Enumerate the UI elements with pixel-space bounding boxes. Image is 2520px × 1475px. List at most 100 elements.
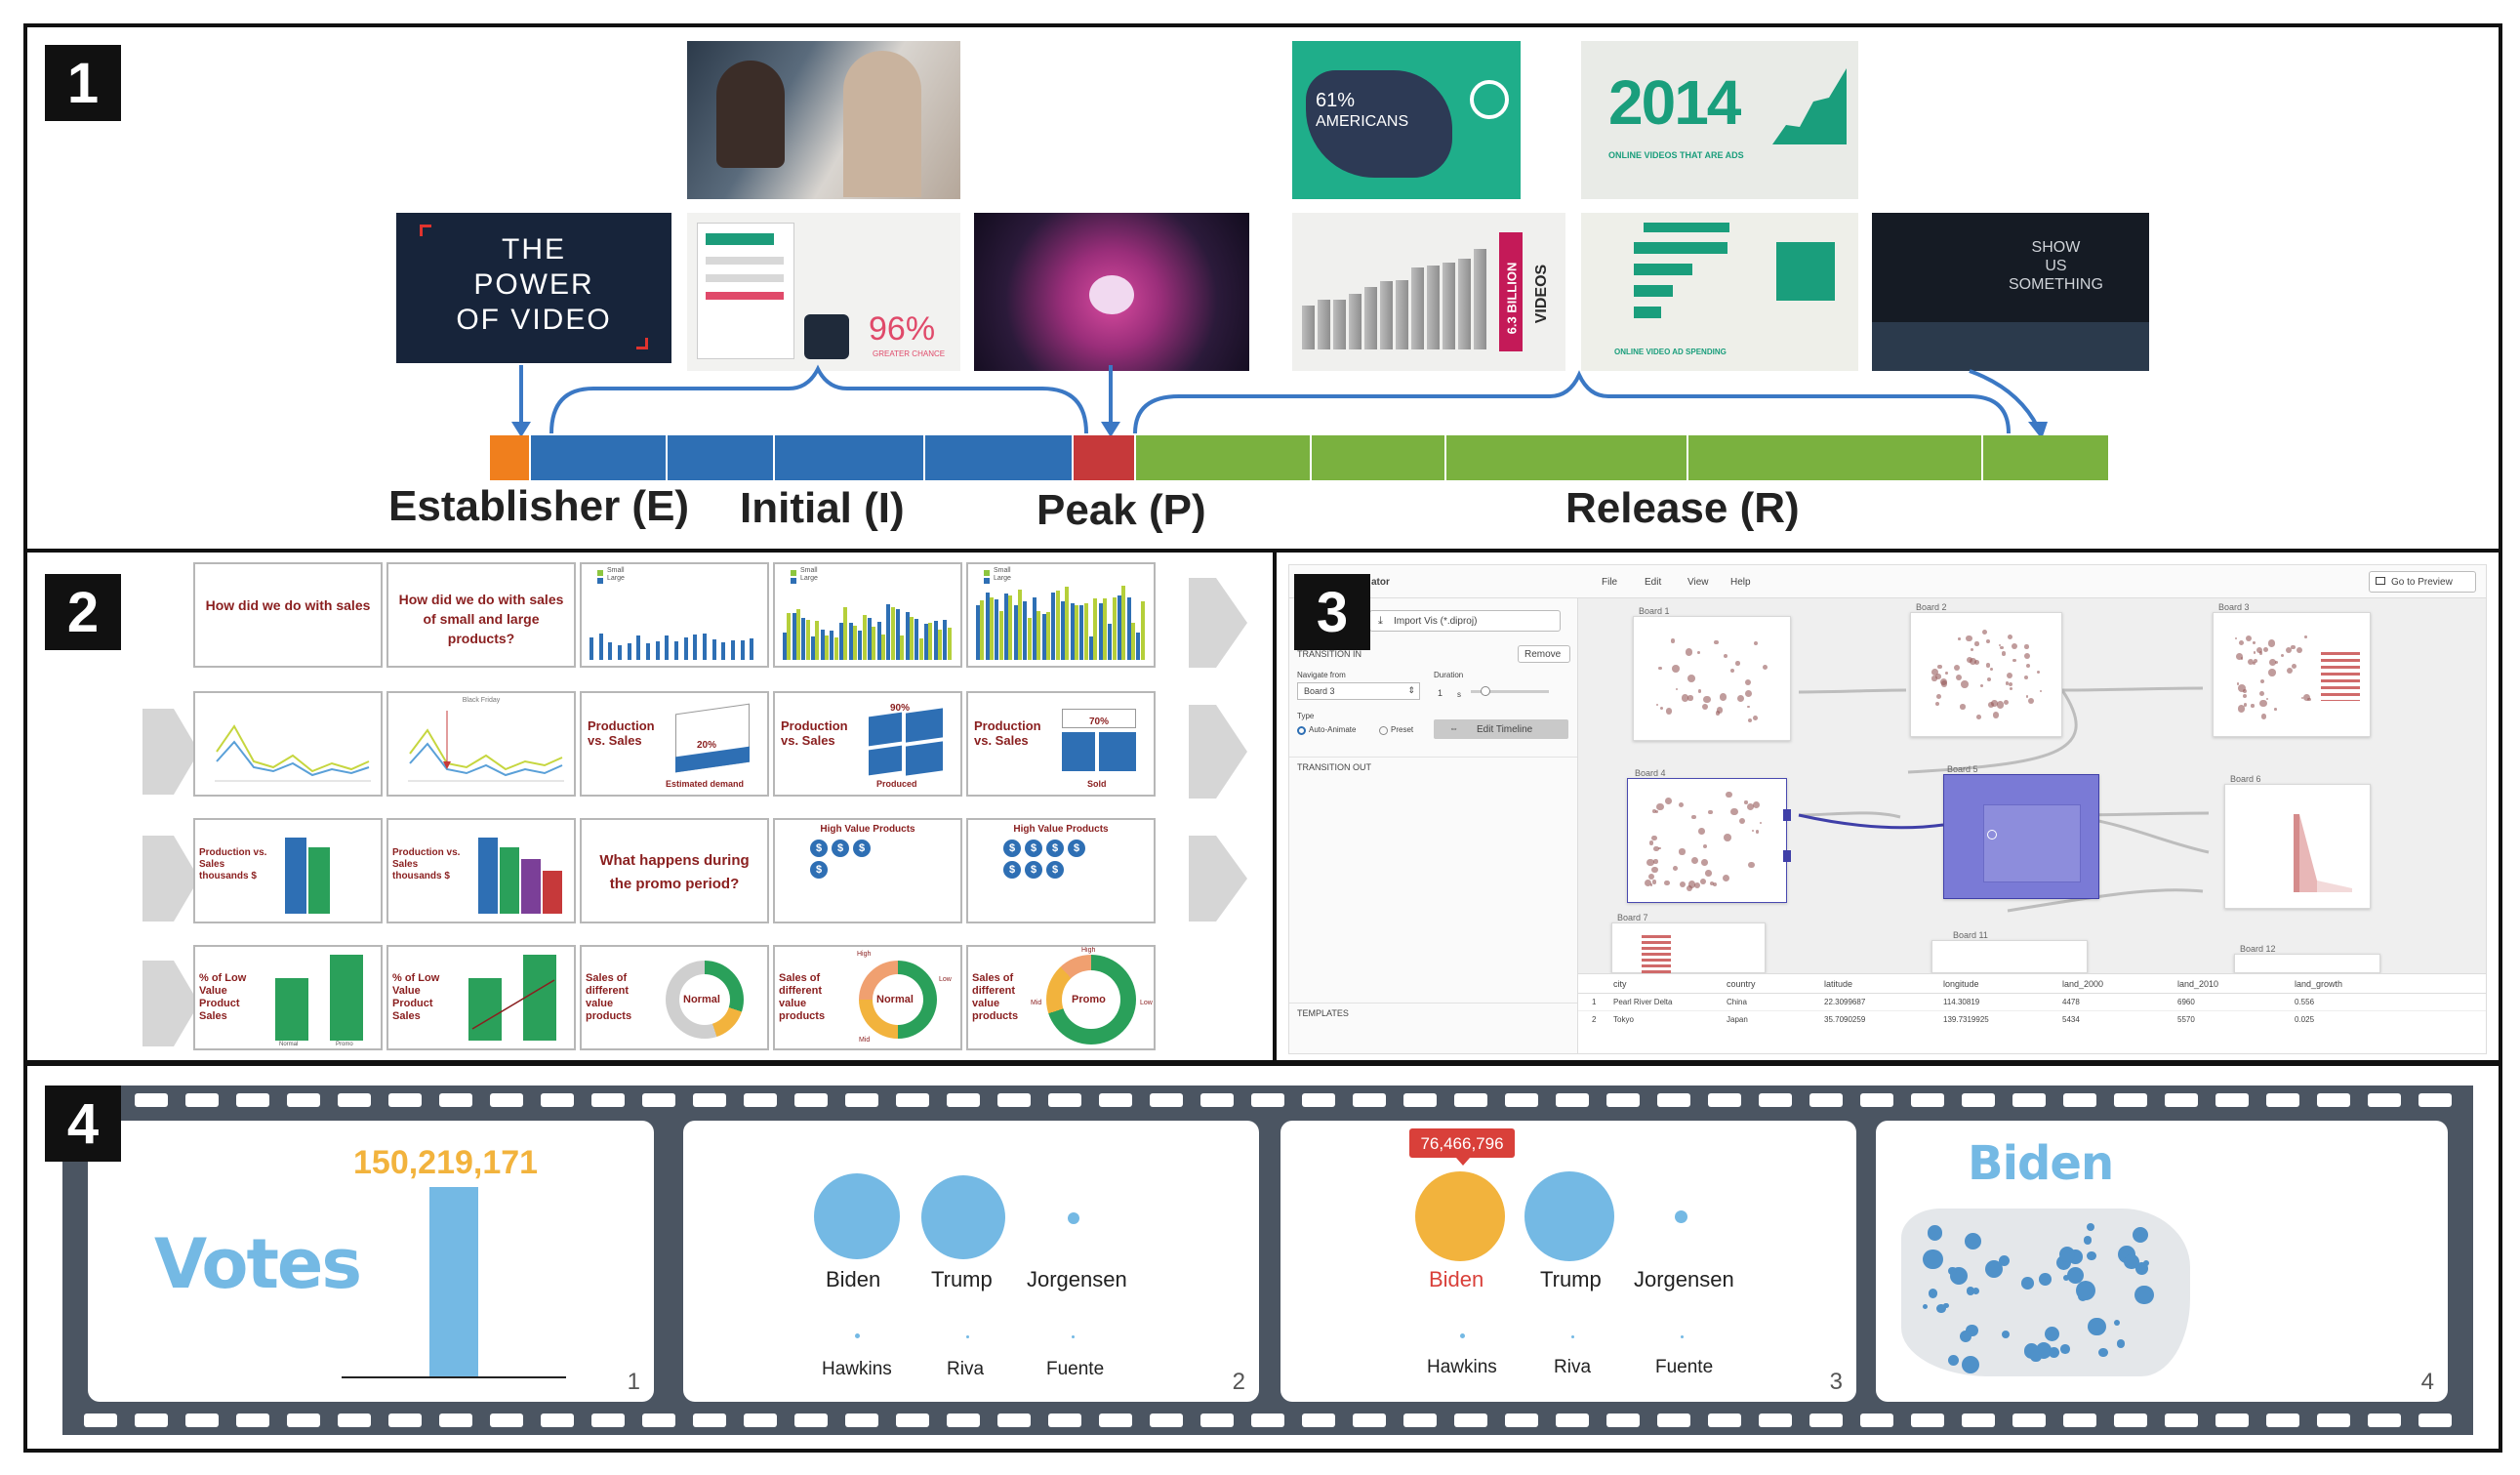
col-header[interactable]: latitude — [1824, 979, 1853, 989]
slide-production[interactable]: Production vs. Sales 20% Estimated deman… — [580, 691, 769, 797]
map-dot — [1966, 1287, 1975, 1296]
board-label: Board 2 — [1916, 602, 1947, 612]
slide-production[interactable]: Production vs. Sales 70% Sold — [966, 691, 1156, 797]
label-biden-highlight: Biden — [1429, 1267, 1484, 1291]
grey-bar — [1427, 266, 1440, 349]
slide-production[interactable]: Production vs. Sales 90% Produced — [773, 691, 962, 797]
board-label: Board 11 — [1953, 930, 1988, 940]
scatter-dot — [2237, 684, 2246, 693]
slide[interactable]: How did we do with sales — [193, 562, 383, 668]
slide-donut[interactable]: Sales of different value products Promo … — [966, 945, 1156, 1050]
radio-preset[interactable] — [1379, 726, 1388, 735]
label-fuente: Fuente — [1046, 1359, 1105, 1379]
label-biden: Biden — [826, 1267, 881, 1291]
slide[interactable]: How did we do with sales of small and la… — [386, 562, 576, 668]
board-thumbnail[interactable] — [2224, 784, 2371, 909]
navigate-from-select[interactable]: Board 3 ⇕ — [1297, 682, 1420, 700]
menu-edit[interactable]: Edit — [1645, 577, 1662, 588]
scatter-dot — [1988, 701, 1995, 708]
scatter-dot — [1664, 880, 1670, 886]
slide-high-value[interactable]: High Value Products $$$$$$$ — [966, 818, 1156, 923]
board-thumbnail[interactable] — [1627, 778, 1787, 903]
import-button[interactable]: ⤓ Import Vis (*.diproj) — [1369, 610, 1561, 632]
col-header[interactable]: country — [1727, 979, 1756, 989]
slide-bar-chart[interactable]: Small Large — [773, 562, 962, 668]
radio-auto-animate[interactable] — [1297, 726, 1306, 735]
slide-line-chart[interactable]: Black Friday — [386, 691, 576, 797]
mini-bar — [1008, 595, 1013, 660]
board-thumbnail[interactable] — [2213, 612, 2371, 737]
map-dot — [2132, 1226, 2149, 1244]
scatter-dot — [2005, 681, 2010, 685]
menu-view[interactable]: View — [1687, 577, 1709, 588]
story-frame[interactable]: Biden 4 — [1876, 1121, 2448, 1402]
legend-small: Small — [994, 567, 1011, 574]
edit-timeline-button[interactable]: ⇔ Edit Timeline — [1434, 719, 1568, 739]
table-row[interactable]: 2 Tokyo Japan 35.7090259 139.7319925 543… — [1578, 1011, 2486, 1029]
col-header[interactable]: land_2010 — [2177, 979, 2219, 989]
table-row[interactable]: 1 Pearl River Delta China 22.3099687 114… — [1578, 994, 2486, 1011]
slide-bar-chart[interactable]: Small Large — [966, 562, 1156, 668]
duration-slider[interactable] — [1471, 686, 1549, 696]
board-thumbnail-selected[interactable] — [1943, 774, 2099, 899]
film-perforation — [1911, 1093, 1944, 1107]
menu-file[interactable]: File — [1602, 577, 1618, 588]
map-dot — [1928, 1288, 1938, 1298]
spend-box — [1776, 242, 1835, 301]
board-thumbnail[interactable] — [1611, 922, 1766, 974]
col-header[interactable]: city — [1613, 979, 1627, 989]
col-header[interactable]: longitude — [1943, 979, 1979, 989]
mini-bar — [796, 608, 801, 660]
board-canvas[interactable]: Board 1 Board 2 Board 3 Board 4 Board 5 … — [1578, 598, 2486, 974]
story-frame[interactable]: 76,466,796 Biden Trump Jorgensen Hawkins… — [1280, 1121, 1856, 1402]
dollar-coin-icon: $ — [1068, 840, 1085, 857]
board-label: Board 4 — [1635, 768, 1666, 778]
map-dot — [2116, 1338, 2126, 1348]
grey-bar — [1364, 286, 1377, 349]
board-thumbnail[interactable] — [1633, 616, 1791, 741]
slide-question: How did we do with sales — [205, 597, 371, 613]
slide-high-value[interactable]: High Value Products $$$$ — [773, 818, 962, 923]
slide-line-chart[interactable] — [193, 691, 383, 797]
film-perforation — [1302, 1414, 1335, 1427]
slide-donut[interactable]: Sales of different value products Normal… — [773, 945, 962, 1050]
col-header[interactable]: land_2000 — [2062, 979, 2104, 989]
mini-bar — [805, 619, 810, 660]
scatter-dot — [1648, 873, 1655, 880]
story-frame[interactable]: Biden Trump Jorgensen Hawkins Riva Fuent… — [683, 1121, 1259, 1402]
mini-bar — [1051, 593, 1056, 660]
trend-arrow — [471, 979, 555, 1030]
remove-button[interactable]: Remove — [1518, 645, 1570, 663]
grey-bar — [1333, 299, 1346, 349]
film-perforation — [1606, 1093, 1640, 1107]
story-frame[interactable]: Votes 150,219,171 1 — [88, 1121, 654, 1402]
slide-bar-chart[interactable]: Small Large — [580, 562, 769, 668]
board-thumbnail[interactable] — [1931, 940, 2088, 973]
bar-red — [543, 871, 562, 914]
menu-help[interactable]: Help — [1730, 577, 1751, 588]
go-to-preview-button[interactable]: Go to Preview — [2369, 571, 2476, 593]
slider-thumb[interactable] — [1481, 686, 1490, 696]
film-perforation — [642, 1093, 675, 1107]
slide-caption: Estimated demand — [666, 779, 745, 789]
film-perforation — [845, 1093, 878, 1107]
legend-large: Large — [607, 575, 625, 582]
slide-production-bars[interactable]: Production vs. Sales thousands $ — [386, 818, 576, 923]
slide-low-value[interactable]: % of Low Value Product Sales — [386, 945, 576, 1050]
duration-value[interactable]: 1 — [1438, 688, 1443, 698]
board-thumbnail[interactable] — [1910, 612, 2062, 737]
slide[interactable]: What happens during the promo period? — [580, 818, 769, 923]
connection-handle[interactable] — [1783, 809, 1791, 821]
col-header[interactable]: land_growth — [2295, 979, 2343, 989]
bubble-trump — [921, 1175, 1005, 1259]
slide-low-value[interactable]: % of Low Value Product Sales Normal Prom… — [193, 945, 383, 1050]
scatter-dot — [1658, 666, 1662, 670]
board-thumbnail[interactable] — [2234, 954, 2380, 973]
connection-handle[interactable] — [1783, 850, 1791, 862]
slide-production-bars[interactable]: Production vs. Sales thousands $ — [193, 818, 383, 923]
film-perforation — [2317, 1414, 2350, 1427]
mini-bar — [890, 607, 895, 660]
slide-donut[interactable]: Sales of different value products Normal — [580, 945, 769, 1050]
scatter-dot — [1659, 707, 1664, 711]
film-perforation — [744, 1093, 777, 1107]
